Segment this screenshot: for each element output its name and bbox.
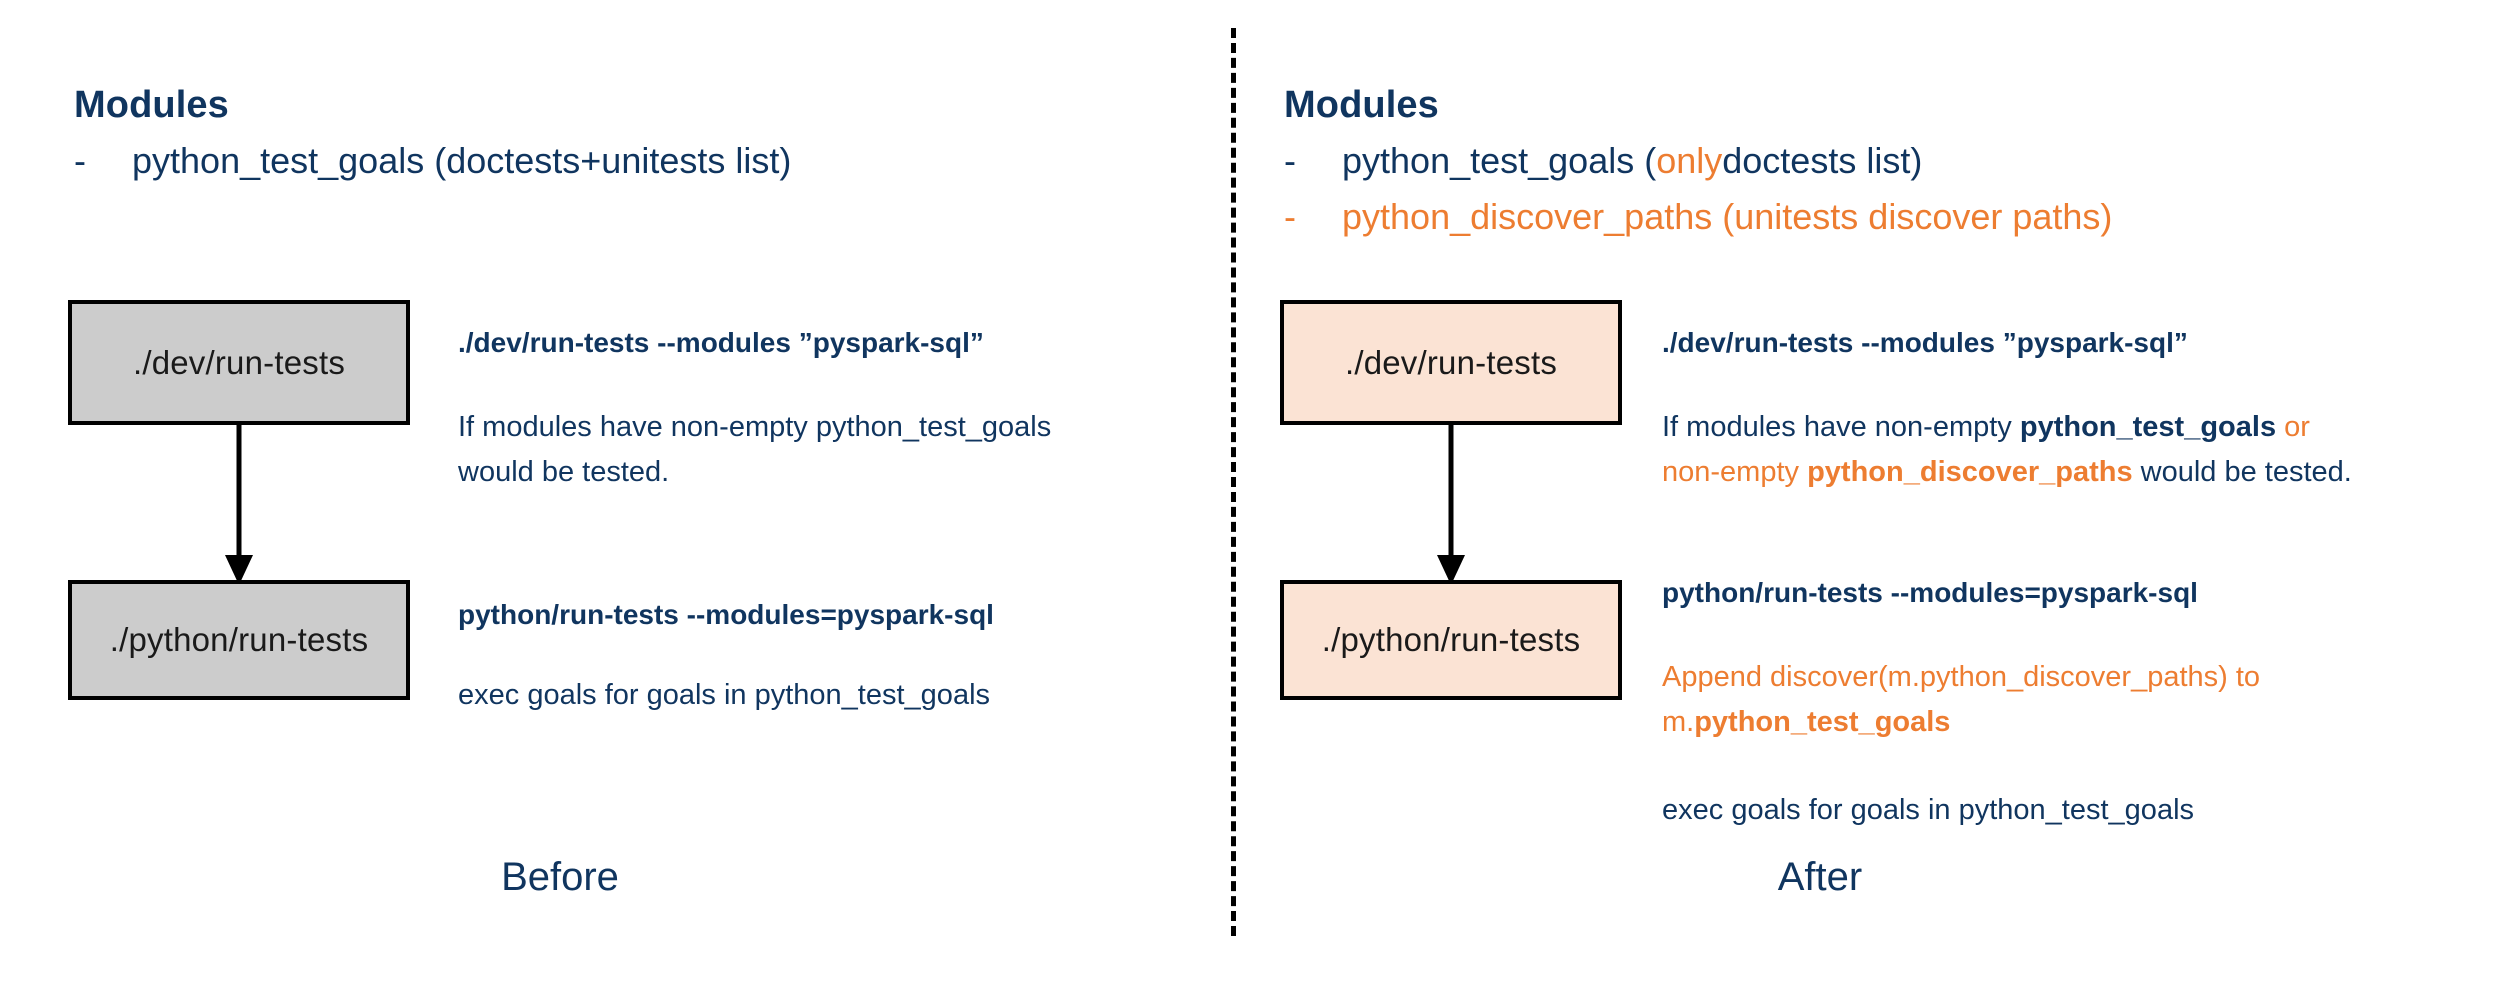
right-box-python-run-tests[interactable]: ./python/run-tests <box>1280 580 1622 700</box>
right-top-note-line2: non-empty python_discover_paths would be… <box>1662 450 2352 495</box>
vertical-dashed-divider <box>1231 28 1236 936</box>
right-box-dev-run-tests[interactable]: ./dev/run-tests <box>1280 300 1622 425</box>
right-bottom-command: python/run-tests --modules=pyspark-sql <box>1662 577 2198 608</box>
right-bullet-text-1a: python_discover_paths (unitests discover… <box>1342 196 2113 237</box>
right-modules-heading: Modules <box>1284 84 1439 126</box>
right-bullet-dash-0: - <box>1284 140 1296 181</box>
right-top-note-line1-a: If modules have non-empty <box>1662 411 2020 443</box>
left-caption-before: Before <box>501 855 619 899</box>
right-flow-arrow <box>1437 425 1465 585</box>
left-top-command: ./dev/run-tests --modules ”pyspark-sql” <box>458 327 984 358</box>
right-bullet-python-discover-paths: - python_discover_paths (unitests discov… <box>1284 196 2112 238</box>
right-top-note-line2-b: python_discover_paths <box>1807 456 2133 488</box>
left-box-python-run-tests-label: ./python/run-tests <box>109 621 369 658</box>
right-bullet-text-0b: only <box>1656 140 1723 181</box>
left-box-dev-run-tests[interactable]: ./dev/run-tests <box>68 300 410 425</box>
right-top-note-line1-b: python_test_goals <box>2019 411 2277 443</box>
left-bullet-python-test-goals: - python_test_goals (doctests+unitests l… <box>74 140 791 182</box>
left-bottom-note: exec goals for goals in python_test_goal… <box>458 679 991 711</box>
right-top-note-line1-c: or <box>2276 411 2310 443</box>
left-box-python-run-tests[interactable]: ./python/run-tests <box>68 580 410 700</box>
left-bottom-command: python/run-tests --modules=pyspark-sql <box>458 599 994 630</box>
right-caption-after: After <box>1777 855 1863 899</box>
left-bullet-dash-0: - <box>74 140 86 181</box>
right-bottom-note-line3: exec goals for goals in python_test_goal… <box>1662 794 2195 826</box>
right-bottom-note-line2-b: python_test_goals <box>1694 706 1951 738</box>
right-bottom-note-line2-a: m. <box>1662 706 1695 738</box>
right-box-python-run-tests-label: ./python/run-tests <box>1321 621 1581 658</box>
right-top-command: ./dev/run-tests --modules ”pyspark-sql” <box>1662 327 2188 358</box>
right-bullet-text-0c: doctests list) <box>1722 140 1923 181</box>
right-box-dev-run-tests-label: ./dev/run-tests <box>1344 343 1558 381</box>
right-bullet-python-test-goals: - python_test_goals ( only doctests list… <box>1284 140 1922 182</box>
right-bottom-note-line2: m.python_test_goals <box>1662 700 1950 745</box>
right-top-note-line1: If modules have non-empty python_test_go… <box>1662 405 2310 450</box>
left-bullet-text-0: python_test_goals (doctests+unitests lis… <box>132 140 792 181</box>
left-modules-heading: Modules <box>74 84 229 126</box>
right-bullet-dash-1: - <box>1284 196 1296 237</box>
left-top-note-line2: would be tested. <box>458 456 670 488</box>
right-bottom-note-line1-text: Append discover(m.python_discover_paths)… <box>1662 661 2261 693</box>
right-top-note-line2-a: non-empty <box>1662 456 1808 488</box>
left-flow-arrow <box>225 425 253 585</box>
left-top-note-line1: If modules have non-empty python_test_go… <box>458 411 1052 443</box>
right-bullet-text-0a: python_test_goals ( <box>1342 140 1657 181</box>
left-box-dev-run-tests-label: ./dev/run-tests <box>132 343 346 381</box>
right-top-note-line2-c: would be tested. <box>2132 456 2352 488</box>
right-bottom-note-line1: Append discover(m.python_discover_paths)… <box>1662 655 2260 700</box>
